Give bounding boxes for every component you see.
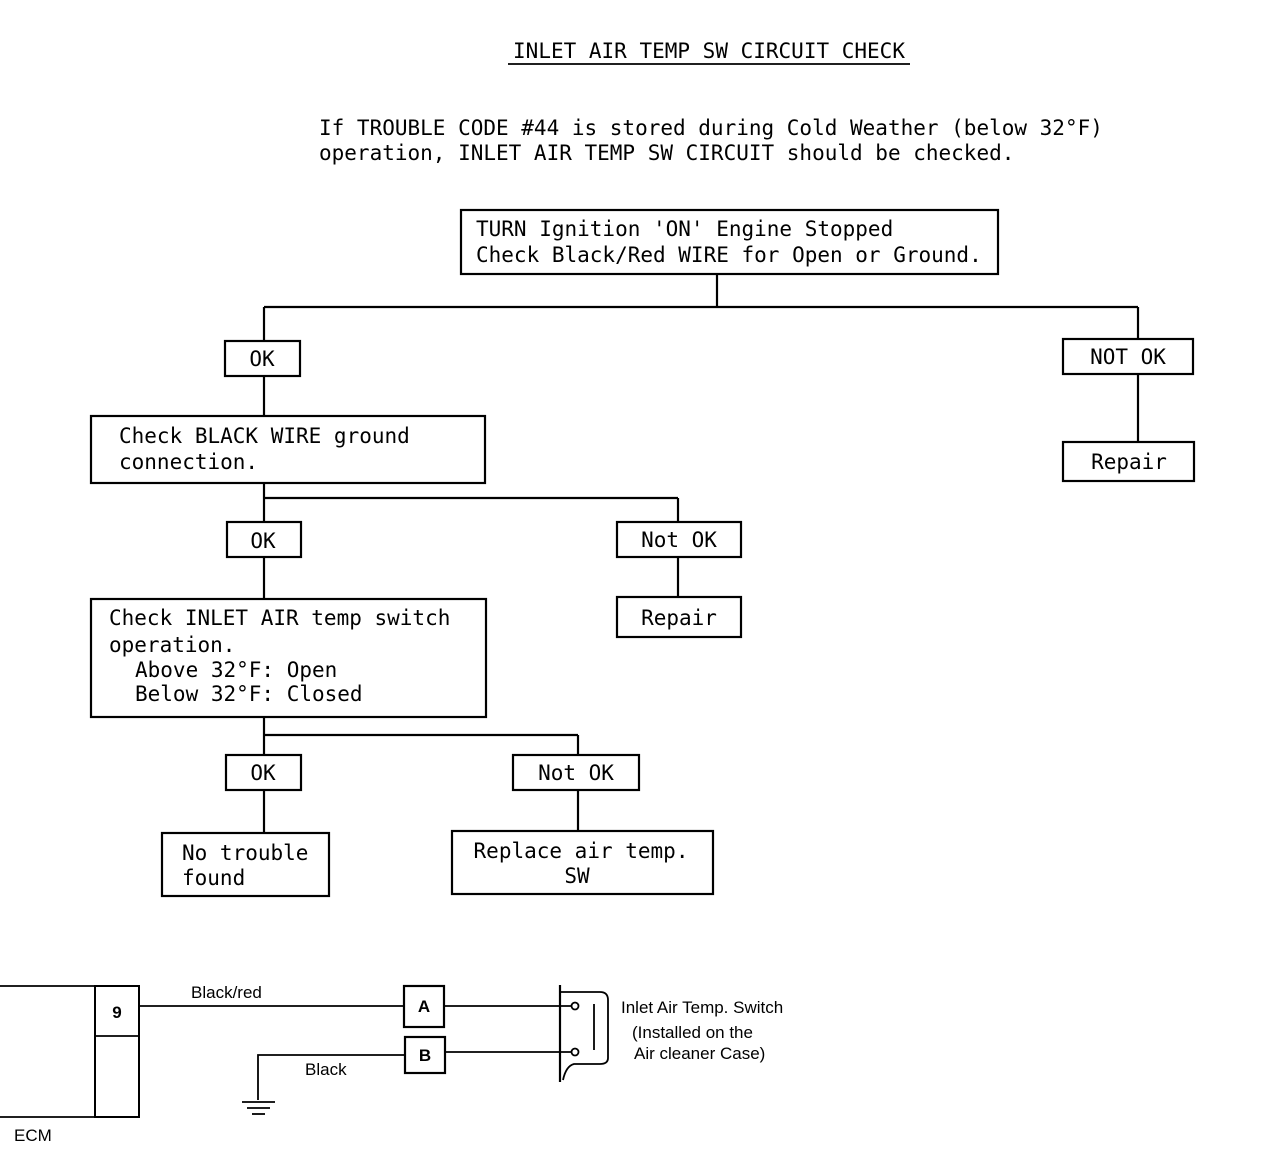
step3-box [89,597,488,719]
step2-ok-label: OK [250,529,276,553]
result-ok-line-1: No trouble [182,841,308,865]
intro-line-2: operation, INLET AIR TEMP SW CIRCUIT sho… [319,141,1014,165]
step2-not-ok-box [615,520,743,559]
result-not-ok-line-2: SW [564,864,590,888]
switch-label-line-1: Inlet Air Temp. Switch [621,998,783,1017]
step1-not-ok-label: NOT OK [1090,345,1166,369]
step3-line-1: Check INLET AIR temp switch [109,606,450,630]
connector-a-label: A [418,997,430,1016]
ecm-pin-label: 9 [112,1003,121,1022]
connector-b-label: B [419,1046,431,1065]
step1-not-ok-box [1061,337,1195,376]
step1-ok-box [223,339,302,378]
result-not-ok-line-1: Replace air temp. [474,839,689,863]
step3-line-4: Below 32°F: Closed [135,682,363,706]
connector-a [402,984,446,1029]
switch-label-line-2: (Installed on the [632,1023,753,1042]
ecm-label: ECM [14,1126,52,1145]
result-ok-line-2: found [182,866,245,890]
step3-ok-label: OK [250,761,276,785]
wire-black [257,1054,405,1100]
wire-black-red-label: Black/red [191,983,262,1002]
diagram-title: INLET AIR TEMP SW CIRCUIT CHECK [513,39,905,63]
step2-repair-box [615,595,743,639]
step2-repair-label: Repair [641,606,717,630]
step2-not-ok-label: Not OK [641,528,717,552]
step3-not-ok-label: Not OK [538,761,614,785]
intro-line-1: If TROUBLE CODE #44 is stored during Col… [319,116,1103,140]
step2-box [89,414,487,485]
connector-b [403,1035,447,1075]
step1-box [459,208,1000,276]
step1-line-1: TURN Ignition 'ON' Engine Stopped [476,217,893,241]
step1-repair-label: Repair [1091,450,1167,474]
step2-line-1: Check BLACK WIRE ground [119,424,410,448]
step2-ok-box [225,520,303,559]
step1-ok-label: OK [249,347,275,371]
wire-black-label: Black [305,1060,347,1079]
ground-icon [242,1101,275,1115]
inlet-air-temp-switch-icon [558,985,609,1082]
step3-line-3: Above 32°F: Open [135,658,337,682]
step1-line-2: Check Black/Red WIRE for Open or Ground. [476,243,982,267]
switch-label-line-3: Air cleaner Case) [634,1044,765,1063]
ecm-connector-block [94,985,140,1118]
step3-line-2: operation. [109,633,235,657]
step3-not-ok-box [511,753,641,792]
result-not-ok-box [450,829,715,896]
result-ok-box [160,831,331,898]
step1-repair-box [1061,440,1196,483]
step2-line-2: connection. [119,450,258,474]
